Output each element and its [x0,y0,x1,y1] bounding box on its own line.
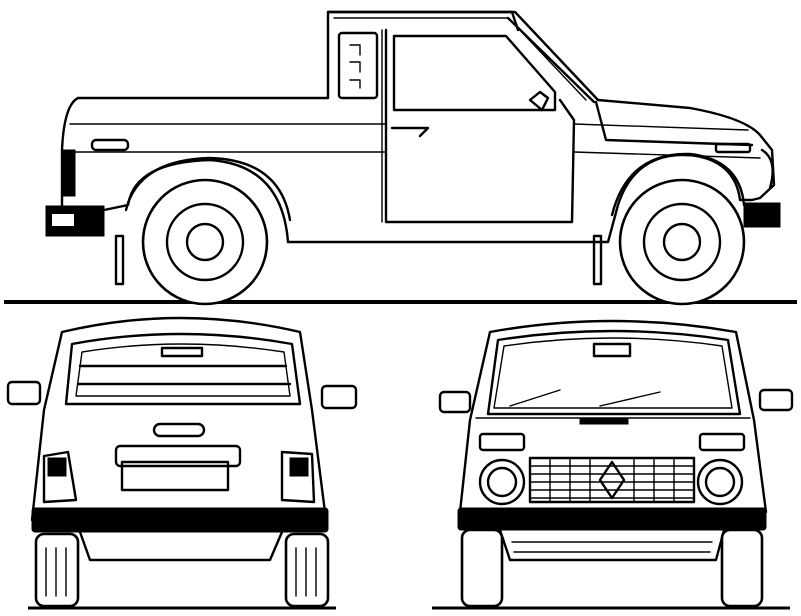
side-belt-line-lower [69,151,761,159]
rear-taillight-right [280,450,316,504]
rear-body-outline [30,316,328,522]
front-headlight-left [478,458,526,506]
rear-tire-left [34,532,80,608]
rear-axle [78,530,284,562]
side-rear-window-mark [349,44,361,89]
rear-handle [152,422,206,438]
rear-tire-right-tread [295,547,317,597]
front-windshield-inner [493,337,733,409]
rear-view [6,316,358,610]
rear-bumper [31,507,329,533]
front-view [432,319,794,610]
side-rear-tire [141,178,269,306]
front-tire-right [720,528,764,608]
rear-taillight-right-fill [289,457,309,477]
side-rear-bumper-inner [52,214,74,226]
front-indicator-left [478,432,526,452]
front-windshield [486,329,742,416]
rear-taillight-left [42,450,78,504]
front-logo [598,460,626,500]
side-rear-bumper [45,205,105,237]
rear-taillight-left-fill [47,457,67,477]
side-door-handle [390,126,430,138]
front-headlight-right-inner [704,466,736,498]
front-tire-left [460,528,504,608]
rear-plate [120,460,230,492]
front-mirror-left [438,390,472,414]
front-body-outline [458,319,768,514]
rear-plate-recess [114,444,242,468]
side-mirror [528,90,550,112]
rear-window-inner [75,343,291,397]
rear-mirror-left [6,380,42,406]
side-front-arch [610,152,746,217]
rear-tire-right [284,532,330,608]
side-rear-arch [124,156,292,222]
front-bumper [457,507,767,531]
side-rear-hub [185,222,225,262]
side-front-hub [662,222,702,262]
side-front-rim [642,202,722,282]
side-rear-window [337,31,379,100]
rear-brake-light [160,346,204,358]
front-grille-slats [529,465,695,499]
front-underbody [498,528,726,562]
rear-tire-left-tread [45,547,67,597]
front-underbody-lines [511,541,713,553]
side-hood-line [594,100,754,147]
side-front-mudflap [592,234,603,286]
side-door [384,28,576,224]
front-badge [579,417,629,425]
rear-window [64,332,302,406]
front-rearview-mirror [592,342,632,358]
front-headlight-left-inner [486,466,518,498]
side-view [4,10,797,306]
side-cab-roof [326,10,520,32]
front-grille [528,456,696,504]
side-door-window [392,34,557,112]
side-front-tire [618,178,746,306]
front-headlight-right [696,458,744,506]
front-indicator-right [698,432,746,452]
side-rear-mudflap [114,234,125,286]
side-rear-reflector [90,138,130,152]
side-rear-rim [165,202,245,282]
front-wipers [509,389,661,407]
front-mirror-right [758,388,794,412]
side-rear-light [62,149,76,197]
rear-mirror-right [320,384,358,410]
side-a-pillar-inner [515,25,587,101]
side-front-bumper [743,202,781,228]
front-grille-vertical [549,457,675,503]
side-headlight [760,148,774,190]
